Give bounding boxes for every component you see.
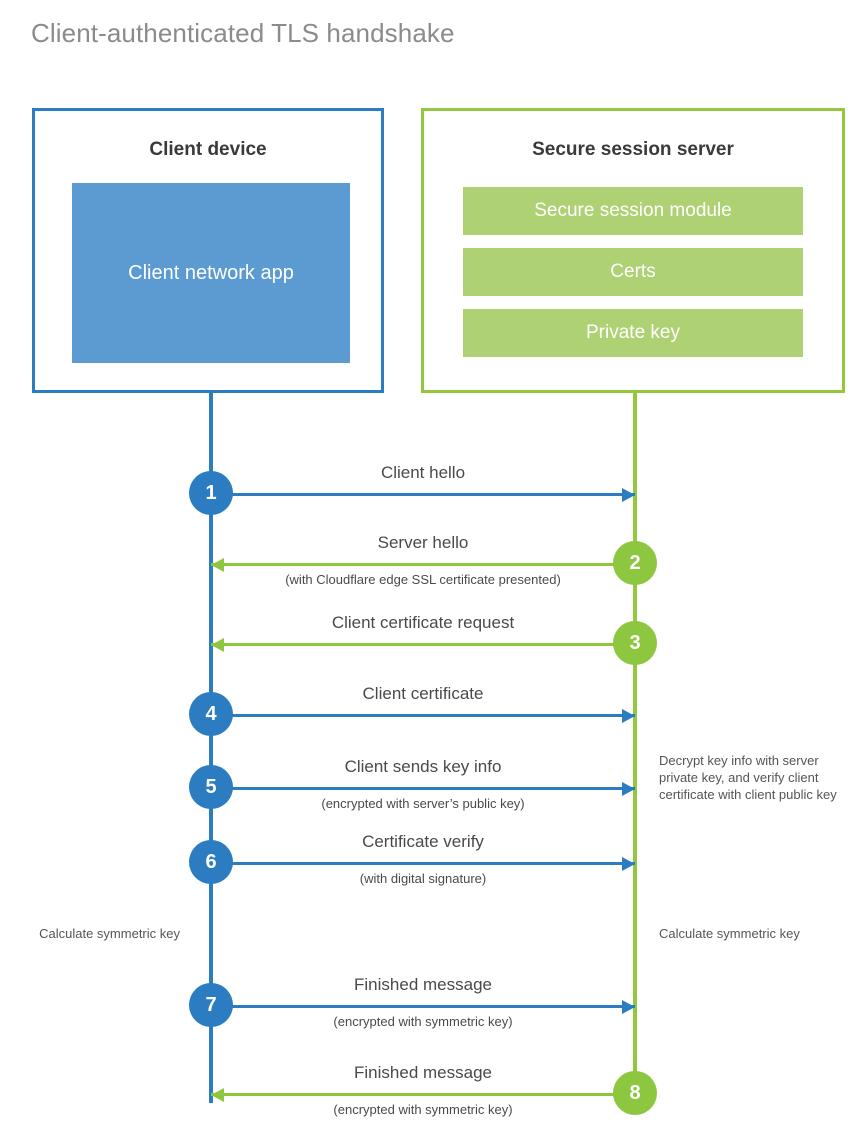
step-number-badge: 4 xyxy=(189,692,233,736)
step-label: Client certificate request xyxy=(331,613,515,632)
server-module-item: Private key xyxy=(463,309,803,357)
arrow-head-icon xyxy=(211,1087,224,1102)
step-sublabel: (with Cloudflare edge SSL certificate pr… xyxy=(285,572,561,587)
step-number-badge: 5 xyxy=(189,765,233,809)
step-label: Client sends key info xyxy=(344,757,502,776)
step-label: Client hello xyxy=(380,463,466,482)
server-module-item: Certs xyxy=(463,248,803,296)
step-number-badge: 2 xyxy=(613,541,657,585)
server-decrypt-note: Decrypt key info with server private key… xyxy=(659,753,837,802)
step-number-badge: 1 xyxy=(189,471,233,515)
page-title: Client-authenticated TLS handshake xyxy=(31,18,455,48)
arrow-head-icon xyxy=(211,637,224,652)
step-label: Finished message xyxy=(354,975,492,994)
server-module-list: Secure session module Certs Private key xyxy=(463,187,803,357)
client-calculate-symmetric-key-note: Calculate symmetric key xyxy=(39,926,180,941)
client-device-box: Client device Client network app xyxy=(32,108,384,393)
step-number-badge: 8 xyxy=(613,1071,657,1115)
arrow-head-icon xyxy=(622,856,635,871)
server-lifeline xyxy=(633,391,637,1093)
arrow-head-icon xyxy=(622,781,635,796)
arrow-head-icon xyxy=(211,557,224,572)
client-device-title: Client device xyxy=(149,139,267,160)
step-sublabel: (with digital signature) xyxy=(359,871,487,886)
arrow-shaft xyxy=(211,714,635,717)
step-number-badge: 7 xyxy=(189,983,233,1027)
step-number-badge: 3 xyxy=(613,621,657,665)
secure-session-server-title: Secure session server xyxy=(532,139,734,160)
step-sublabel: (encrypted with symmetric key) xyxy=(333,1102,513,1117)
arrow-head-icon xyxy=(622,999,635,1014)
arrow-shaft xyxy=(211,1005,635,1008)
client-network-app-block: Client network app xyxy=(72,183,350,363)
step-label: Finished message xyxy=(354,1063,492,1082)
step-number-badge: 6 xyxy=(189,840,233,884)
arrow-shaft xyxy=(211,787,635,790)
step-sublabel: (encrypted with server’s public key) xyxy=(321,796,525,811)
secure-session-server-box: Secure session server Secure session mod… xyxy=(421,108,845,393)
arrow-shaft xyxy=(211,493,635,496)
arrow-shaft xyxy=(211,1093,635,1096)
arrow-head-icon xyxy=(622,708,635,723)
server-calculate-symmetric-key-note: Calculate symmetric key xyxy=(659,926,800,941)
arrow-shaft xyxy=(211,563,635,566)
step-label: Certificate verify xyxy=(362,832,484,851)
client-lifeline xyxy=(209,391,213,1103)
server-module-item: Secure session module xyxy=(463,187,803,235)
step-label: Server hello xyxy=(377,533,469,552)
arrow-shaft xyxy=(211,643,635,646)
step-label: Client certificate xyxy=(362,684,484,703)
arrow-head-icon xyxy=(622,487,635,502)
arrow-shaft xyxy=(211,862,635,865)
step-sublabel: (encrypted with symmetric key) xyxy=(333,1014,513,1029)
